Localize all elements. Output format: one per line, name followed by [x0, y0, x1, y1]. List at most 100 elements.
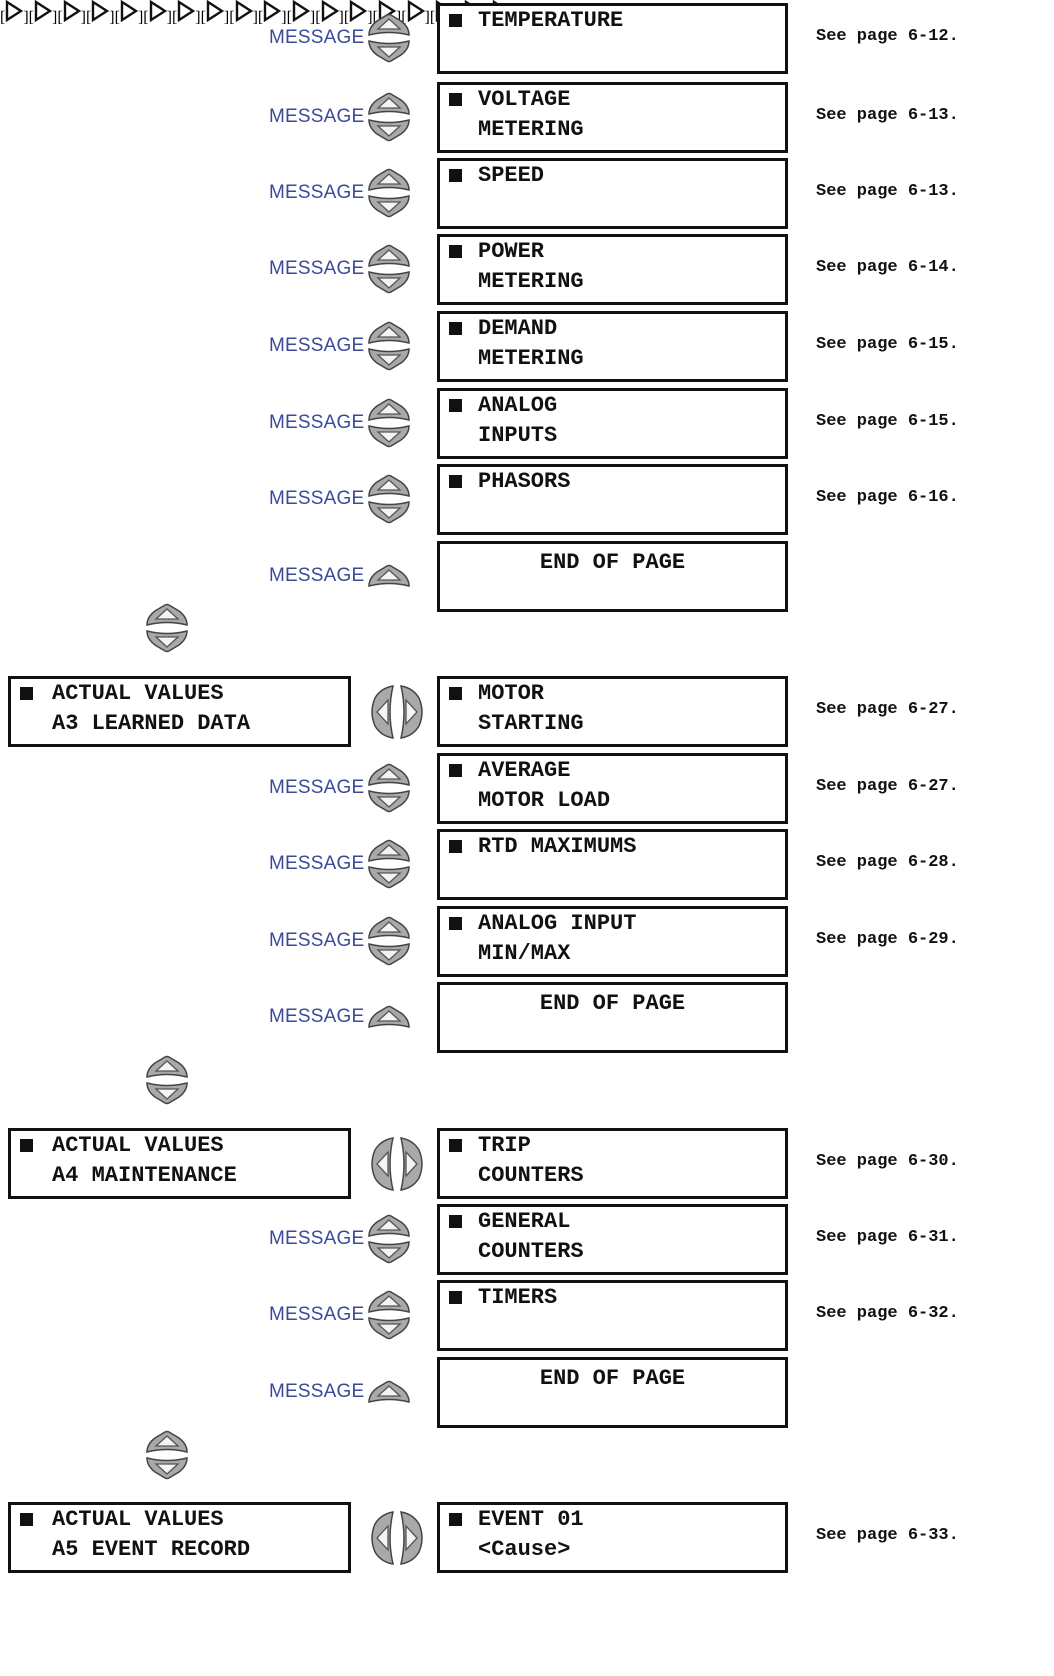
menu-item-subtitle: METERING	[478, 269, 584, 294]
menu-item-display[interactable]: DEMAND METERING	[437, 311, 788, 382]
message-up-down-button[interactable]	[367, 398, 411, 453]
message-key-label: MESSAGE	[269, 777, 365, 798]
menu-item-subtitle: STARTING	[478, 711, 584, 736]
menu-item-display[interactable]: PHASORS	[437, 464, 788, 535]
page-reference: See page 6-14.	[816, 258, 959, 277]
actual-values-page-header[interactable]: ACTUAL VALUES A4 MAINTENANCE	[8, 1128, 351, 1199]
left-right-navigation-button[interactable]	[367, 1136, 427, 1197]
left-right-navigation-button[interactable]	[367, 684, 427, 745]
message-key-label: MESSAGE	[269, 1006, 365, 1027]
section-up-down-button[interactable]	[145, 1055, 189, 1110]
end-of-page-label: END OF PAGE	[539, 991, 686, 1016]
menu-item-title: SPEED	[478, 163, 545, 188]
message-up-down-button[interactable]	[367, 92, 411, 147]
menu-item-title: ACTUAL VALUES	[52, 1133, 224, 1158]
menu-item-subtitle: MOTOR LOAD	[478, 788, 611, 813]
message-up-down-button[interactable]	[367, 1214, 411, 1269]
message-up-down-button[interactable]	[367, 13, 411, 68]
message-up-down-button[interactable]	[367, 763, 411, 818]
page-reference: See page 6-30.	[816, 1152, 959, 1171]
message-up-down-button[interactable]	[367, 244, 411, 299]
section-up-down-button[interactable]	[145, 603, 189, 658]
submenu-arrow-icon: []	[57, 0, 86, 26]
submenu-arrow-icon: []	[344, 0, 373, 26]
page-reference: See page 6-29.	[816, 930, 959, 949]
menu-item-title: AVERAGE	[478, 758, 571, 783]
message-key-label: MESSAGE	[269, 335, 365, 356]
bullet-square-icon	[20, 687, 33, 700]
bullet-square-icon	[449, 1139, 462, 1152]
submenu-arrow-icon: []	[172, 0, 201, 26]
message-key-label: MESSAGE	[269, 412, 365, 433]
message-key-label: MESSAGE	[269, 106, 365, 127]
menu-item-title: GENERAL	[478, 1209, 571, 1234]
page-reference: See page 6-15.	[816, 412, 959, 431]
bullet-square-icon	[449, 399, 462, 412]
message-key-label: MESSAGE	[269, 182, 365, 203]
message-key-label: MESSAGE	[269, 488, 365, 509]
bullet-square-icon	[449, 14, 462, 27]
menu-item-display[interactable]: TEMPERATURE	[437, 3, 788, 74]
message-key-label: MESSAGE	[269, 1381, 365, 1402]
section-up-down-button[interactable]	[145, 1430, 189, 1485]
menu-item-display[interactable]: AVERAGE MOTOR LOAD	[437, 753, 788, 824]
menu-item-subtitle: COUNTERS	[478, 1163, 584, 1188]
message-key-label: MESSAGE	[269, 1304, 365, 1325]
submenu-arrow-icon: []	[258, 0, 287, 26]
end-of-page-display: END OF PAGE	[437, 541, 788, 612]
menu-item-display[interactable]: ANALOG INPUT MIN/MAX	[437, 906, 788, 977]
left-right-navigation-button[interactable]	[367, 1510, 427, 1571]
page-reference: See page 6-16.	[816, 488, 959, 507]
menu-item-subtitle: METERING	[478, 346, 584, 371]
message-up-down-button[interactable]	[367, 1290, 411, 1345]
message-key-label: MESSAGE	[269, 565, 365, 586]
page-reference: See page 6-12.	[816, 27, 959, 46]
message-up-button[interactable]	[367, 1380, 411, 1409]
menu-item-title: RTD MAXIMUMS	[478, 834, 637, 859]
menu-item-display[interactable]: RTD MAXIMUMS	[437, 829, 788, 900]
menu-item-title: TIMERS	[478, 1285, 558, 1310]
menu-item-title: ANALOG	[478, 393, 558, 418]
menu-item-title: ANALOG INPUT	[478, 911, 637, 936]
menu-item-subtitle: MIN/MAX	[478, 941, 571, 966]
message-up-down-button[interactable]	[367, 474, 411, 529]
message-up-down-button[interactable]	[367, 168, 411, 223]
menu-item-display[interactable]: ANALOG INPUTS	[437, 388, 788, 459]
bullet-square-icon	[449, 475, 462, 488]
end-of-page-display: END OF PAGE	[437, 1357, 788, 1428]
message-up-down-button[interactable]	[367, 839, 411, 894]
menu-item-display[interactable]: TIMERS	[437, 1280, 788, 1351]
message-up-button[interactable]	[367, 564, 411, 593]
menu-item-subtitle: A4 MAINTENANCE	[52, 1163, 237, 1188]
page-reference: See page 6-15.	[816, 335, 959, 354]
bullet-square-icon	[449, 840, 462, 853]
menu-item-display[interactable]: SPEED	[437, 158, 788, 229]
submenu-arrow-icon: []	[29, 0, 57, 26]
end-of-page-label: END OF PAGE	[539, 550, 686, 575]
bullet-square-icon	[449, 917, 462, 930]
bullet-square-icon	[449, 245, 462, 258]
message-up-down-button[interactable]	[367, 916, 411, 971]
message-up-down-button[interactable]	[367, 321, 411, 376]
page-reference: See page 6-27.	[816, 777, 959, 796]
bullet-square-icon	[449, 764, 462, 777]
menu-item-display[interactable]: EVENT 01<Cause>	[437, 1502, 788, 1573]
menu-item-title: ACTUAL VALUES	[52, 681, 224, 706]
bullet-square-icon	[449, 1215, 462, 1228]
bullet-square-icon	[449, 1291, 462, 1304]
message-up-button[interactable]	[367, 1005, 411, 1034]
message-key-label: MESSAGE	[269, 258, 365, 279]
menu-item-title: DEMAND	[478, 316, 558, 341]
message-key-label: MESSAGE	[269, 27, 365, 48]
menu-item-title: PHASORS	[478, 469, 571, 494]
message-key-label: MESSAGE	[269, 930, 365, 951]
submenu-arrow-icon: []	[229, 0, 258, 26]
menu-item-subtitle: INPUTS	[478, 423, 558, 448]
